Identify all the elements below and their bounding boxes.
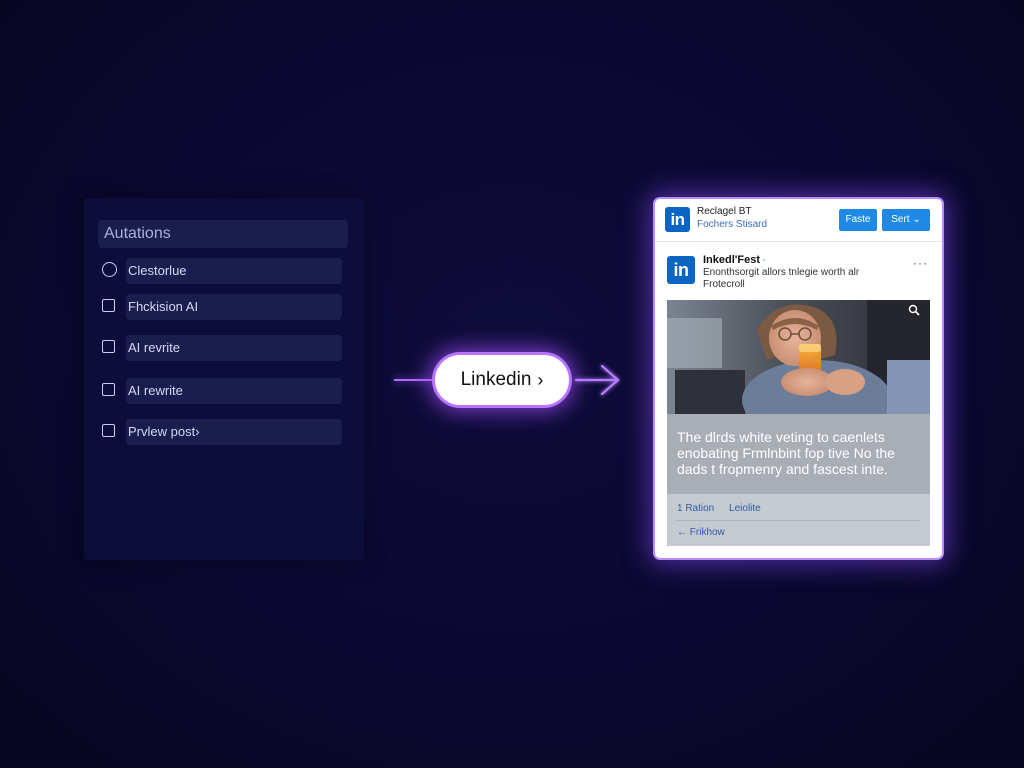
checkbox[interactable] <box>102 383 115 396</box>
automation-step[interactable]: AI rewrite <box>102 378 342 404</box>
post-button[interactable]: Faste <box>839 209 877 231</box>
linkedin-pill-button[interactable]: Linkedin › <box>435 355 569 405</box>
automation-step[interactable]: Fhckision AI <box>102 294 342 320</box>
checkbox[interactable] <box>102 299 115 312</box>
step-label: Prvlew post› <box>126 419 342 445</box>
post-actions: 1 Ration Leiolite ← Frikhow <box>667 494 930 546</box>
pill-label: Linkedin <box>460 369 532 390</box>
like-action[interactable]: Leiolite <box>729 503 761 514</box>
chevron-right-icon: › <box>537 369 544 390</box>
chevron-down-icon: ⌄ <box>912 214 921 225</box>
step-label: Fhckision AI <box>126 294 342 320</box>
follow-action[interactable]: ← Frikhow <box>677 527 725 538</box>
author-name: Inkedl'Fest <box>703 254 761 266</box>
reaction-action[interactable]: 1 Ration <box>677 503 715 514</box>
step-label: AI revrite <box>126 335 342 361</box>
connector-line <box>394 379 432 381</box>
account-name: Reclagel BT <box>697 206 752 217</box>
post-meta: Enonthsorgit allors tnlegie worth alr Fr… <box>703 267 860 290</box>
checkbox[interactable] <box>102 340 115 353</box>
actions-divider <box>675 520 920 521</box>
automation-step[interactable]: Prvlew post› <box>102 419 342 445</box>
post-author[interactable]: Inkedl'Fest· <box>703 254 766 266</box>
sort-button-label: Sert <box>891 214 910 225</box>
linkedin-post-preview: in Reclagel BT Fochers Stisard Faste Ser… <box>655 199 942 558</box>
step-label: Clestorlue <box>126 258 342 284</box>
arrow-right-icon <box>574 364 620 396</box>
header-divider <box>655 241 942 242</box>
author-dot: · <box>762 254 766 266</box>
post-caption: The dlrds white veting to caenlets enoba… <box>667 414 930 494</box>
linkedin-logo-icon: in <box>665 207 690 232</box>
step-label: AI rewrite <box>126 378 342 404</box>
linkedin-logo-icon: in <box>667 256 695 284</box>
zoom-icon[interactable] <box>908 304 920 316</box>
automation-step[interactable]: Clestorlue <box>102 258 342 284</box>
checkbox[interactable] <box>102 424 115 437</box>
post-image <box>667 300 930 414</box>
automation-step[interactable]: AI revrite <box>102 335 342 361</box>
radio-button[interactable] <box>102 262 117 277</box>
account-subtitle[interactable]: Fochers Stisard <box>697 219 768 230</box>
reaction-row: 1 Ration Leiolite <box>677 503 773 514</box>
automations-panel: Autations Clestorlue Fhckision AI AI rev… <box>84 198 364 560</box>
more-options-icon[interactable]: ··· <box>913 256 928 270</box>
sort-dropdown-button[interactable]: Sert ⌄ <box>882 209 930 231</box>
automations-title: Autations <box>98 220 348 248</box>
